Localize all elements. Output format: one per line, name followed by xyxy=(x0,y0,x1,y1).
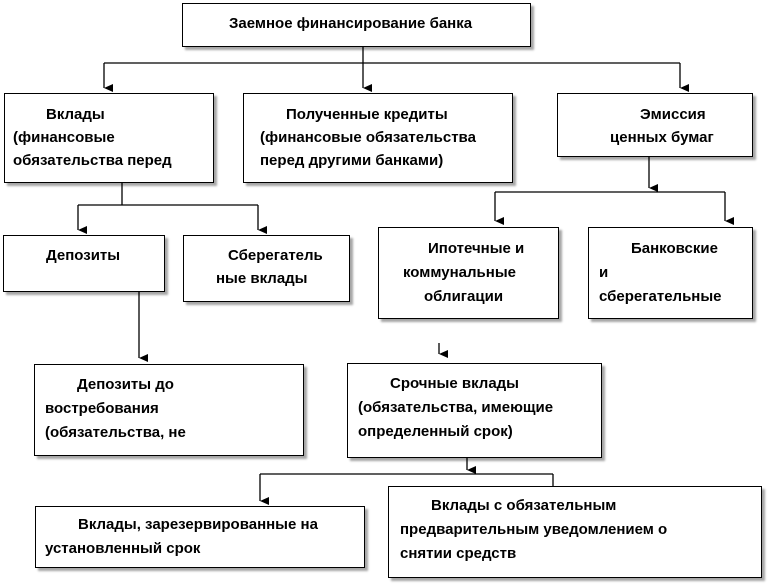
node-term-deposits-line-3: определенный срок) xyxy=(358,423,513,440)
node-demand-deposits-line-1: Депозиты до xyxy=(77,376,174,393)
node-notice-deposits-line-1: Вклады с обязательным xyxy=(431,497,617,514)
node-securities-issue-line-1: Эмиссия xyxy=(640,106,706,123)
node-bank-savings-line-1: Банковские xyxy=(631,240,718,257)
node-reserved-deposits: Вклады, зарезервированные на установленн… xyxy=(35,506,365,568)
node-mortgage-bonds-line-1: Ипотечные и xyxy=(428,240,525,257)
node-demand-deposits: Депозиты до востребования (обязательства… xyxy=(34,364,304,456)
node-mortgage-bonds-line-2: коммунальные xyxy=(403,264,516,281)
node-root: Заемное финансирование банка xyxy=(182,3,531,47)
node-reserved-deposits-line-2: установленный срок xyxy=(45,540,201,557)
node-deposits-group-line-2: (финансовые xyxy=(13,129,115,146)
node-root-line: Заемное финансирование банка xyxy=(229,15,473,32)
node-deposits-group-line-1: Вклады xyxy=(46,106,105,123)
node-demand-deposits-line-3: (обязательства, не xyxy=(45,424,186,441)
node-bank-savings-line-2: и xyxy=(599,264,609,281)
node-mortgage-bonds: Ипотечные и коммунальные облигации xyxy=(378,227,559,319)
node-notice-deposits-line-2: предварительным уведомлением о xyxy=(400,521,668,538)
node-term-deposits: Срочные вклады (обязательства, имеющие о… xyxy=(347,363,602,458)
node-term-deposits-line-2: (обязательства, имеющие xyxy=(358,399,554,416)
node-reserved-deposits-line-1: Вклады, зарезервированные на xyxy=(78,516,318,533)
node-notice-deposits: Вклады с обязательным предварительным ув… xyxy=(388,486,762,578)
node-securities-issue: Эмиссия ценных бумаг xyxy=(557,93,753,157)
node-demand-deposits-line-2: востребования xyxy=(45,400,159,417)
node-bank-savings-line-3: сберегательные xyxy=(599,288,722,305)
node-deposits-line: Депозиты xyxy=(46,247,121,264)
node-deposits: Депозиты xyxy=(3,235,165,292)
node-savings-deposits-line-1: Сберегатель xyxy=(228,247,323,264)
node-loans-received-line-2: (финансовые обязательства xyxy=(260,129,476,146)
node-savings-deposits-line-2: ные вклады xyxy=(216,270,308,287)
node-term-deposits-line-1: Срочные вклады xyxy=(390,375,519,392)
node-bank-savings: Банковские и сберегательные xyxy=(588,227,753,319)
node-loans-received-line-3: перед другими банками) xyxy=(260,152,444,169)
node-mortgage-bonds-line-3: облигации xyxy=(424,288,504,305)
node-loans-received: Полученные кредиты (финансовые обязатель… xyxy=(243,93,513,183)
node-securities-issue-line-2: ценных бумаг xyxy=(610,129,714,146)
node-deposits-group-line-3: обязательства перед xyxy=(13,152,172,169)
node-notice-deposits-line-3: снятии средств xyxy=(400,545,517,562)
node-savings-deposits: Сберегатель ные вклады xyxy=(183,235,350,302)
node-loans-received-line-1: Полученные кредиты xyxy=(286,106,448,123)
node-deposits-group: Вклады (финансовые обязательства перед xyxy=(4,93,214,183)
